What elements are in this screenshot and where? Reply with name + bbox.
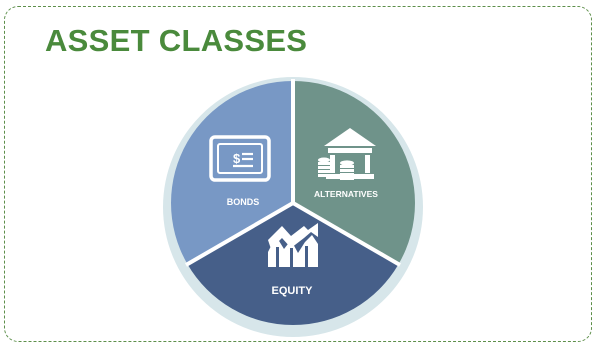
bank-coins-icon (318, 128, 376, 180)
alternatives-label: ALTERNATIVES (314, 189, 378, 199)
segment-dividers (184, 79, 402, 267)
rising-chart-icon (268, 223, 318, 267)
bonds-label: BONDS (227, 197, 260, 207)
page-title: ASSET CLASSES (45, 23, 308, 58)
banknote-icon: $ (209, 135, 271, 182)
alternatives-segment[interactable] (293, 81, 415, 264)
dashed-frame (4, 6, 592, 342)
equity-label: EQUITY (272, 285, 314, 297)
svg-text:$: $ (233, 151, 241, 166)
